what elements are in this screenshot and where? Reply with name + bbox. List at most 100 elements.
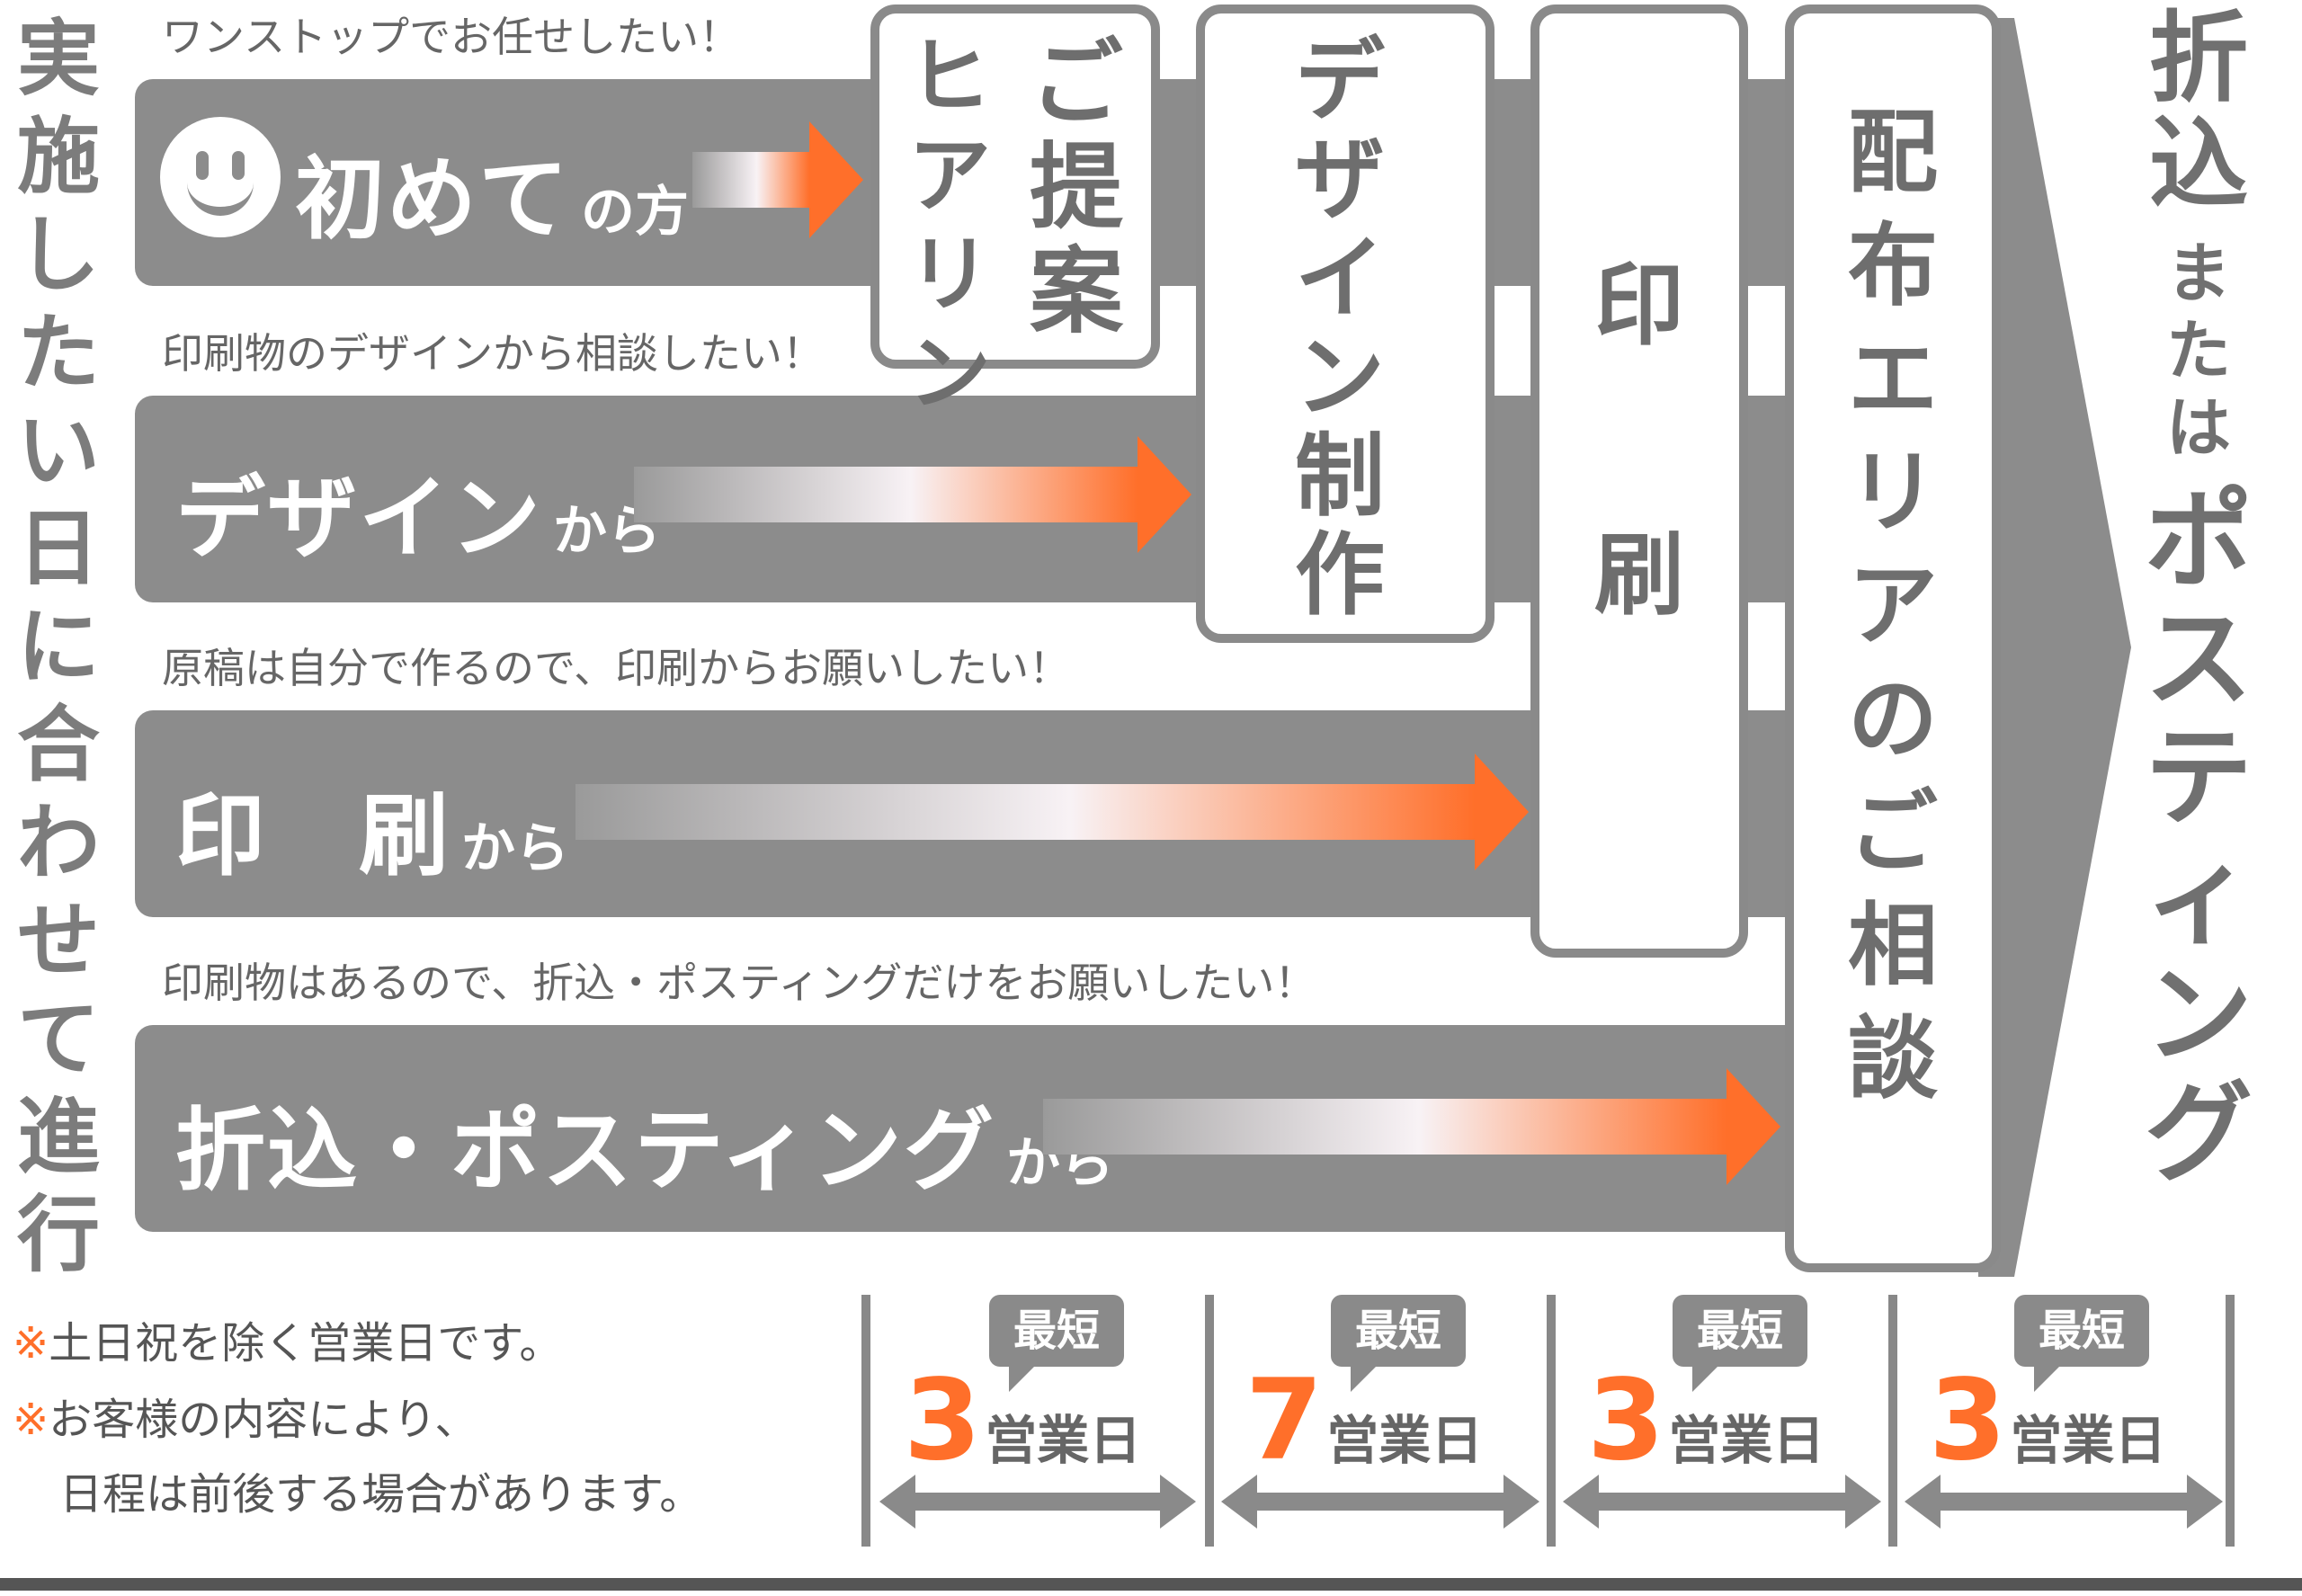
step-box-hearing xyxy=(870,4,1160,369)
step-hearing-col2: ヒ ア リ ン xyxy=(908,36,991,415)
step-char: リ xyxy=(1848,440,1938,545)
track-caption-design: 印刷物のデザインから相談したい！ xyxy=(162,329,824,378)
duration-days: 3営業日 xyxy=(904,1365,1141,1476)
step-char: ア xyxy=(908,128,992,224)
step-char: ン xyxy=(1295,325,1385,430)
side-title-char: 施 xyxy=(16,109,100,205)
step-area-text: 配 布 エ リ ア の ご 相 談 xyxy=(1848,108,1938,1104)
final-char: 折 xyxy=(2149,1,2248,116)
smiley-icon xyxy=(160,117,281,237)
side-title-char: し xyxy=(16,207,100,303)
final-heading: 折 込 ま た は ポ ス テ ィ ン グ xyxy=(2131,9,2266,1189)
final-char: ス xyxy=(2145,597,2253,722)
side-title-char: に xyxy=(16,599,100,695)
side-title: 実 施 し た い 日 に 合 わ せ て 進 行 xyxy=(0,18,117,1277)
track-caption-print: 原稿は自分で作るので、印刷からお願いしたい！ xyxy=(162,644,1071,692)
gradient-arrow-design xyxy=(634,436,1191,553)
duration-badge: 最短 xyxy=(1673,1295,1807,1392)
final-char: 込 xyxy=(2149,107,2248,222)
step-char: ご xyxy=(1848,780,1938,885)
posting-arrow-head xyxy=(1978,18,2131,1277)
step-design-text: デ ザ イ ン 制 作 xyxy=(1295,36,1385,620)
final-char: ポ xyxy=(2145,478,2253,603)
step-char: 印 xyxy=(1594,253,1684,358)
duration-badge: 最短 xyxy=(1331,1295,1466,1392)
side-title-char: せ xyxy=(16,893,100,989)
duration-separator xyxy=(861,1295,870,1547)
final-char: ン xyxy=(2145,953,2253,1078)
duration-separator xyxy=(2226,1295,2235,1547)
step-char: 配 xyxy=(1848,100,1938,205)
side-title-char: わ xyxy=(16,795,100,891)
track-caption-first-time: ワンストップでお任せしたい！ xyxy=(162,13,741,61)
duration-unit: 営業日 xyxy=(1326,1410,1484,1471)
duration-unit: 営業日 xyxy=(985,1410,1142,1471)
step-char: ご xyxy=(1030,28,1124,138)
duration-separator xyxy=(1205,1295,1214,1547)
step-char: の xyxy=(1848,666,1938,771)
double-arrow-4 xyxy=(1905,1475,2223,1529)
duration-number: 3 xyxy=(1929,1356,2007,1485)
note-line-1: ※土日祝を除く営業日です。 xyxy=(13,1322,562,1365)
side-title-char: て xyxy=(16,991,100,1087)
step-char: 提 xyxy=(1030,132,1124,242)
double-arrow-1 xyxy=(879,1475,1196,1529)
final-char: テ xyxy=(2145,716,2253,841)
step-char: 刷 xyxy=(1594,522,1684,628)
track-main-label: デザイン xyxy=(175,466,542,571)
duration-days: 7営業日 xyxy=(1245,1365,1483,1476)
gradient-arrow-first-time xyxy=(692,121,863,238)
duration-separator xyxy=(1888,1295,1897,1547)
side-title-char: た xyxy=(16,305,100,401)
step-box-design xyxy=(1196,4,1495,643)
duration-number: 3 xyxy=(904,1356,982,1485)
side-title-char: 日 xyxy=(16,501,100,597)
side-title-char: 合 xyxy=(16,697,100,793)
duration-days: 3営業日 xyxy=(1587,1365,1825,1476)
duration-days: 3営業日 xyxy=(1929,1365,2166,1476)
side-title-char: い xyxy=(16,403,100,499)
step-char: 制 xyxy=(1295,424,1385,529)
step-char: エ xyxy=(1848,326,1938,432)
track-main-label: 初めて xyxy=(295,147,570,252)
gradient-arrow-print xyxy=(576,753,1529,870)
final-char: ま xyxy=(2165,236,2231,311)
step-char: デ xyxy=(1295,28,1385,133)
step-char: ヒ xyxy=(908,29,992,125)
note-mark: ※ xyxy=(13,1318,49,1369)
duration-unit: 営業日 xyxy=(2010,1410,2167,1471)
track-caption-posting: 印刷物はあるので、折込・ポスティングだけをお願いしたい！ xyxy=(162,958,1316,1007)
gradient-arrow-posting xyxy=(1043,1068,1780,1185)
step-hearing-col1: ご 提 案 xyxy=(1030,36,1123,338)
step-char: ン xyxy=(908,325,992,422)
step-char: リ xyxy=(908,227,992,323)
track-label-posting: 折込・ポスティング から xyxy=(175,1077,1114,1208)
step-print-text: 印 刷 xyxy=(1594,261,1684,620)
duration-separator xyxy=(1547,1295,1556,1547)
track-sub-label: から xyxy=(461,817,569,880)
side-title-char: 実 xyxy=(16,11,100,107)
track-label-print: 印 刷 から xyxy=(175,762,569,893)
side-title-char: 行 xyxy=(16,1187,100,1283)
duration-badge: 最短 xyxy=(989,1295,1124,1392)
step-char: ア xyxy=(1848,553,1938,658)
track-main-label: 印 刷 xyxy=(175,783,451,888)
step-char: 作 xyxy=(1295,522,1385,628)
final-char: は xyxy=(2165,390,2231,466)
track-sub-label: の方 xyxy=(581,181,689,244)
double-arrow-2 xyxy=(1221,1475,1539,1529)
double-arrow-3 xyxy=(1563,1475,1881,1529)
step-box-print xyxy=(1530,4,1748,958)
track-label-design: デザイン から xyxy=(175,445,661,575)
final-char: グ xyxy=(2145,1072,2253,1197)
duration-unit: 営業日 xyxy=(1668,1410,1825,1471)
step-char: 案 xyxy=(1030,236,1124,346)
step-char: イ xyxy=(1295,226,1385,331)
track-main-label: 折込・ポスティング xyxy=(175,1098,995,1203)
step-char: 談 xyxy=(1848,1006,1938,1111)
duration-number: 7 xyxy=(1245,1356,1324,1485)
side-title-char: 進 xyxy=(16,1089,100,1185)
final-char: た xyxy=(2165,313,2231,388)
step-char: ザ xyxy=(1295,127,1385,232)
